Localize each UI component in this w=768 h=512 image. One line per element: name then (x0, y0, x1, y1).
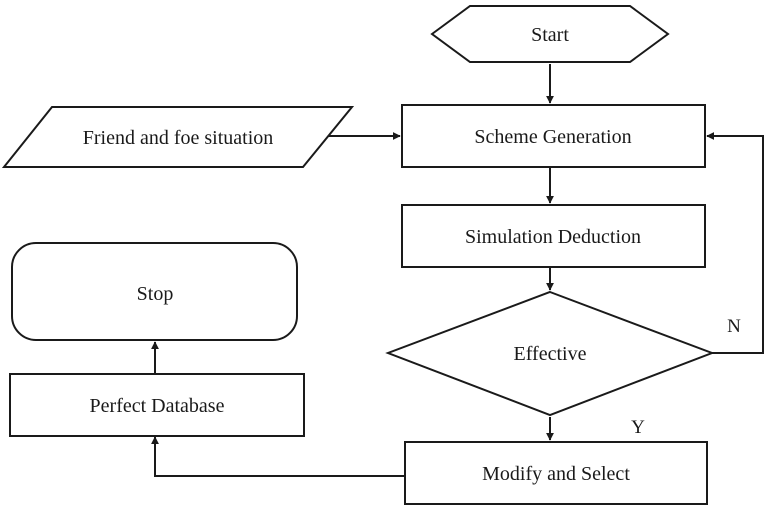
connectors (151, 64, 764, 477)
friend-foe-node: Friend and foe situation (1, 106, 355, 168)
arrow-effective-no-loop (706, 132, 764, 354)
effective-label: Effective (514, 343, 587, 365)
simulation-deduction-box (401, 204, 706, 268)
start-label: Start (531, 24, 569, 46)
scheme-generation-box (401, 104, 706, 168)
stop-node: Stop (11, 242, 298, 341)
scheme-generation-node: Scheme Generation (401, 104, 706, 168)
perfect-database-box (9, 373, 305, 437)
effective-diamond (385, 290, 715, 417)
modify-select-box (404, 441, 708, 505)
stop-label: Stop (137, 283, 174, 305)
friend-foe-parallelogram (1, 106, 355, 168)
perfect-database-label: Perfect Database (90, 395, 225, 417)
start-hexagon (430, 5, 670, 63)
friend-foe-label: Friend and foe situation (83, 127, 274, 149)
modify-select-node: Modify and Select (404, 441, 708, 505)
start-node: Start (430, 5, 670, 63)
branch-label-yes: Y (631, 417, 645, 438)
simulation-deduction-label: Simulation Deduction (465, 226, 641, 248)
stop-rounded-box (11, 242, 298, 341)
branch-label-no: N (727, 316, 741, 337)
simulation-deduction-node: Simulation Deduction (401, 204, 706, 268)
scheme-generation-label: Scheme Generation (474, 126, 631, 148)
arrow-modify-to-database (151, 436, 405, 477)
modify-select-label: Modify and Select (482, 463, 630, 485)
perfect-database-node: Perfect Database (9, 373, 305, 437)
effective-node: Effective (385, 290, 715, 417)
